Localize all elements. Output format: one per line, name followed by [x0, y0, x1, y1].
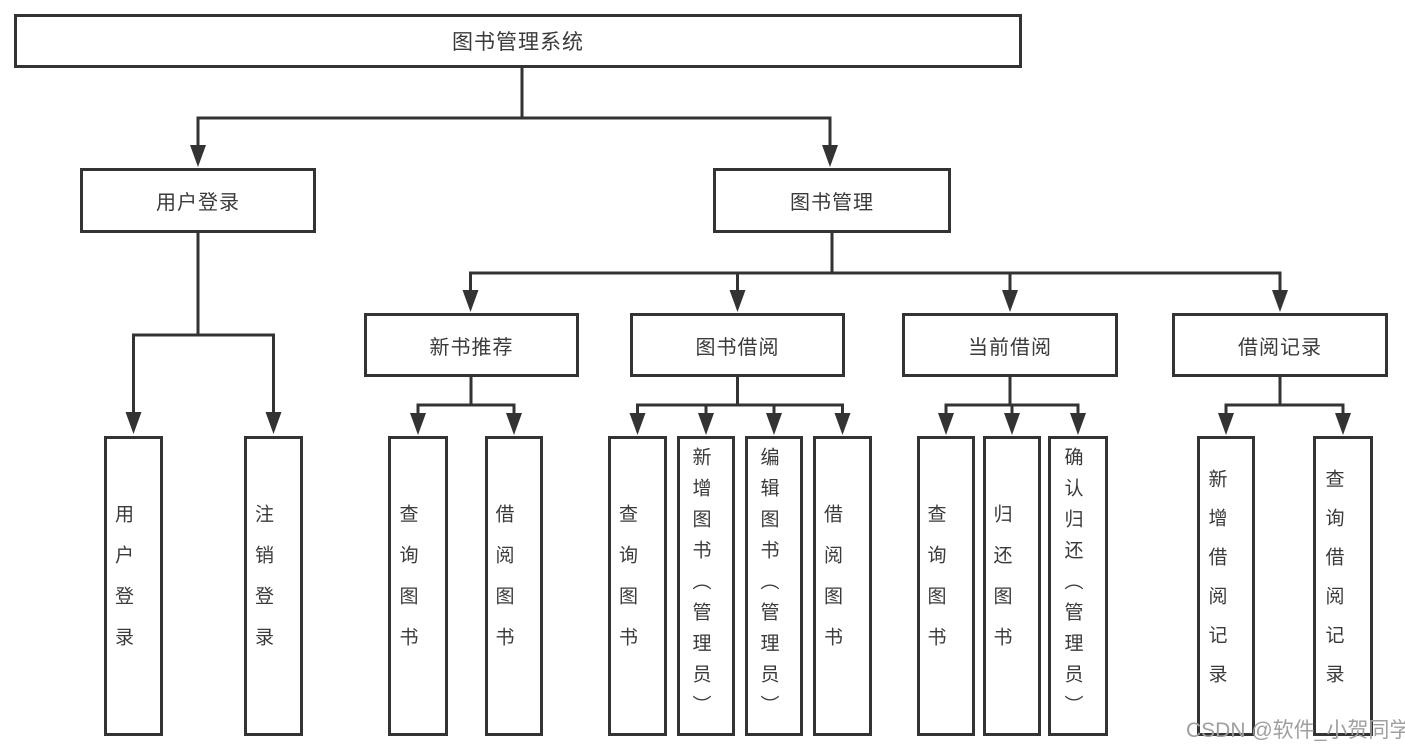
node-leaf-edit-books-admin: 编辑图书（管理员）	[745, 436, 803, 736]
node-user-login-module: 用户登录	[80, 168, 316, 233]
node-leaf-borrow-books-recommend: 借阅图书	[485, 436, 543, 736]
connector-new-books-to-leaves	[416, 377, 516, 414]
arrowheads-level1	[190, 145, 838, 167]
connector-root-to-level1	[196, 66, 832, 146]
node-leaf-logout: 注销登录	[244, 436, 303, 736]
node-leaf-query-borrow-record: 查询借阅记录	[1313, 436, 1373, 736]
node-leaf-confirm-return-admin: 确认归还（管理员）	[1048, 436, 1108, 736]
node-root-system: 图书管理系统	[14, 14, 1022, 68]
arrowheads-user-login-leaves	[125, 412, 282, 434]
node-leaf-borrow-books: 借阅图书	[813, 436, 872, 736]
connector-borrow-records-to-leaves	[1224, 377, 1345, 414]
node-leaf-query-books-current: 查询图书	[917, 436, 975, 736]
node-leaf-query-books-recommend: 查询图书	[388, 436, 448, 736]
arrowheads-leaves	[410, 413, 1351, 435]
csdn-watermark: CSDN @软件_小贺同学	[1186, 719, 1405, 742]
connector-current-borrow-to-leaves	[944, 377, 1080, 414]
node-leaf-query-books-borrow: 查询图书	[608, 436, 667, 736]
node-leaf-return-books: 归还图书	[983, 436, 1041, 736]
node-current-borrow: 当前借阅	[902, 313, 1118, 377]
connector-book-mgmt-to-level2	[469, 233, 1282, 291]
arrowheads-level2	[462, 290, 1288, 312]
node-leaf-add-books-admin: 新增图书（管理员）	[677, 436, 735, 736]
connector-book-borrow-to-leaves	[636, 377, 844, 414]
node-book-management-module: 图书管理	[713, 168, 951, 233]
connector-user-login-to-leaves	[132, 233, 275, 413]
node-borrow-records: 借阅记录	[1172, 313, 1388, 377]
node-book-borrow: 图书借阅	[630, 313, 845, 377]
node-new-book-recommend: 新书推荐	[364, 313, 579, 377]
node-leaf-add-borrow-record: 新增借阅记录	[1197, 436, 1255, 736]
node-leaf-user-login: 用户登录	[104, 436, 163, 736]
